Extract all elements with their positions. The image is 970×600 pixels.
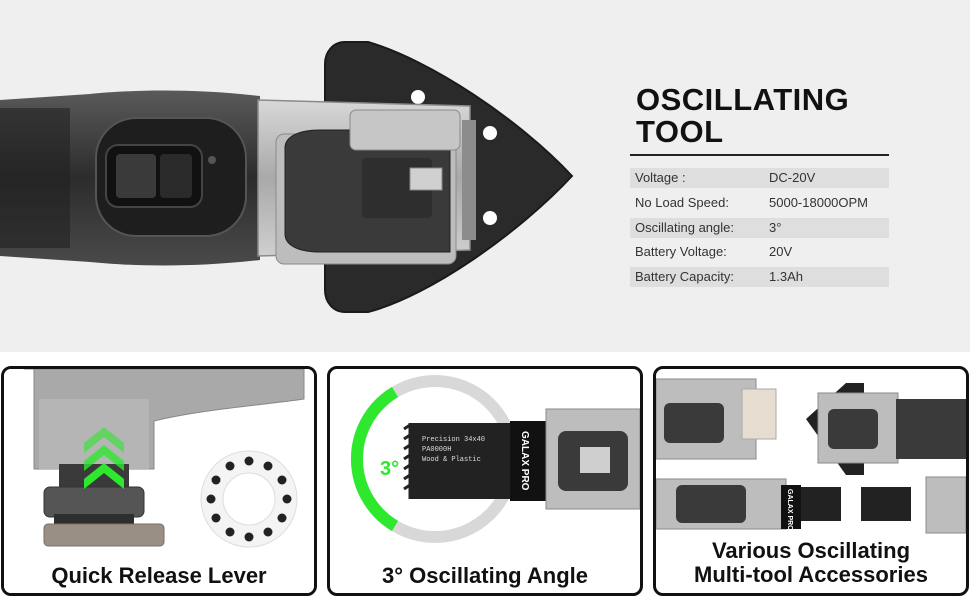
spec-value: 5000-18000OPM — [769, 194, 869, 210]
spec-label: Battery Capacity: — [635, 269, 734, 285]
blade-text-1: Precision 34x40 — [422, 436, 485, 444]
up-arrows-icon — [84, 427, 124, 489]
accessories-caption-line1: Various Oscillating — [711, 538, 911, 563]
accessory-brand-label: GALAX PRO — [786, 489, 793, 531]
quick-release-caption: Quick Release Lever — [51, 563, 267, 588]
accessories-caption: Various Oscillating Multi-tool Accessori… — [656, 539, 966, 587]
accessories-illustration: GALAX PRO — [656, 378, 966, 534]
spec-row: Battery Capacity: 1.3Ah — [630, 267, 889, 288]
spec-label: Battery Voltage: — [635, 244, 727, 260]
oscillating-angle-illustration: 3° Precision 34x40 PA0000H Wood & Plasti… — [350, 375, 640, 543]
oscillating-angle-panel: 3° Precision 34x40 PA0000H Wood & Plasti… — [327, 366, 643, 596]
hero-background: OSCILLATING TOOL Voltage : DC-20V No Loa… — [0, 0, 970, 352]
spec-value: 20V — [769, 244, 793, 260]
spec-value: 1.3Ah — [769, 269, 803, 285]
accessories-caption-line2: Multi-tool Accessories — [694, 562, 928, 587]
oscillating-tool-image — [0, 41, 574, 313]
oscillating-angle-caption: 3° Oscillating Angle — [381, 563, 589, 588]
product-title-line2: TOOL — [636, 114, 724, 149]
mounting-ring-icon — [200, 450, 298, 548]
product-title: OSCILLATING TOOL — [636, 84, 886, 148]
spec-row: Voltage : DC-20V — [630, 168, 889, 188]
saw-blade — [410, 423, 510, 499]
spec-label: No Load Speed: — [635, 194, 729, 210]
spec-table: Voltage : DC-20V No Load Speed: 5000-180… — [630, 168, 889, 292]
spec-row: Oscillating angle: 3° — [630, 217, 889, 238]
blade-text-2: PA0000H — [422, 446, 451, 454]
angle-label: 3° — [380, 458, 399, 480]
title-divider — [630, 154, 889, 156]
spec-label: Oscillating angle: — [635, 219, 734, 235]
spec-value: DC-20V — [769, 170, 816, 185]
product-title-line1: OSCILLATING — [636, 82, 850, 117]
spec-label: Voltage : — [635, 170, 686, 185]
quick-release-illustration — [4, 369, 314, 593]
blade-text-3: Wood & Plastic — [422, 456, 481, 464]
accessories-panel: GALAX PRO Various Oscillating Multi-tool… — [653, 366, 969, 596]
spec-row: Battery Voltage: 20V — [630, 242, 889, 262]
quick-release-panel: Quick Release Lever — [1, 366, 317, 596]
spec-value: 3° — [769, 219, 782, 235]
spec-row: No Load Speed: 5000-18000OPM — [630, 193, 889, 213]
brand-label: GALAX PRO — [519, 431, 530, 491]
